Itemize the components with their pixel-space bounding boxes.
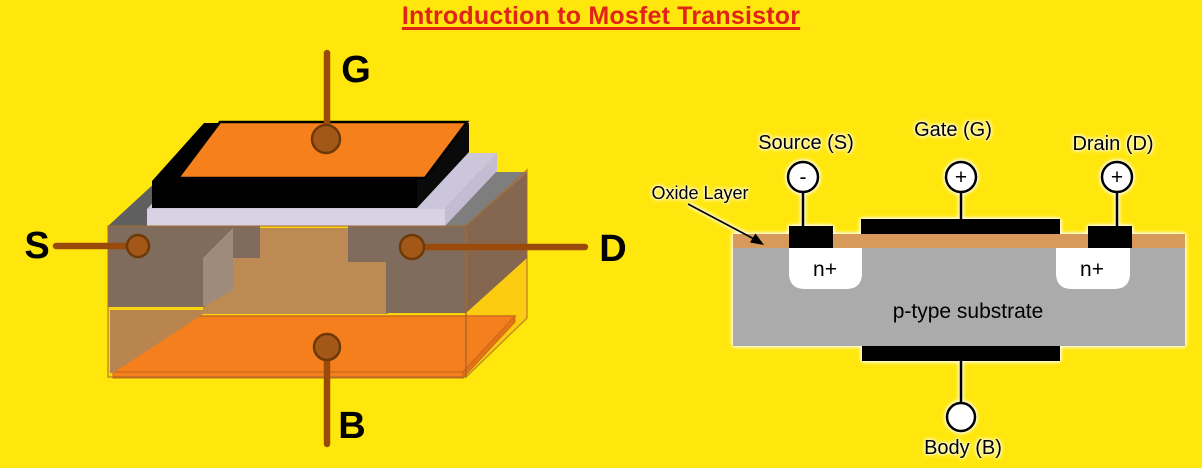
source-n-plus-label: n+ xyxy=(813,258,837,281)
source-contact xyxy=(789,226,833,248)
gate-terminal-label: G xyxy=(341,49,371,91)
gate-polarity-sign: + xyxy=(955,166,967,189)
drain-label: Drain (D) xyxy=(1072,133,1153,155)
drain-contact-dot xyxy=(398,233,426,261)
body-label: Body (B) xyxy=(924,437,1002,459)
substrate-label: p-type substrate xyxy=(893,300,1044,323)
source-terminal-label: S xyxy=(24,225,49,267)
cross-section-terminals xyxy=(786,160,1134,433)
terminal-wires xyxy=(52,49,589,448)
drain-contact xyxy=(1088,226,1132,248)
source-n-plus-region xyxy=(789,248,862,289)
source-block-step-face xyxy=(203,228,233,307)
gate-bar xyxy=(861,219,1060,234)
drain-block-right-face xyxy=(466,172,527,313)
drain-polarity-sign: + xyxy=(1111,166,1123,189)
gate-electrode-front-face xyxy=(152,181,417,208)
oxide-label: Oxide Layer xyxy=(651,183,748,203)
mosfet-3d-illustration: G S D B xyxy=(24,49,627,448)
oxide-right-face xyxy=(445,153,497,226)
drain-terminal-label: D xyxy=(599,228,626,270)
source-contact-dot xyxy=(125,233,151,259)
mosfet-cross-section: - + + Source (S) Gate (G) Drain (D) Oxid… xyxy=(651,119,1185,459)
page-title: Introduction to Mosfet Transistor xyxy=(401,2,801,30)
gate-contact-dot xyxy=(310,123,342,155)
body-bar xyxy=(862,346,1060,361)
oxide-layer-rect xyxy=(733,234,1185,248)
source-terminal-circle xyxy=(786,160,820,194)
substrate-left-wedge xyxy=(110,310,203,373)
body-terminal-circle xyxy=(945,401,977,433)
body-terminal-label: B xyxy=(338,405,365,447)
oxide-pointer-arrow xyxy=(687,203,764,245)
oxide-front-face xyxy=(147,209,445,226)
gate-label: Gate (G) xyxy=(914,119,992,141)
drain-terminal-circle xyxy=(1100,160,1134,194)
body-contact-dot xyxy=(312,332,342,362)
source-polarity-sign: - xyxy=(800,166,807,189)
gate-terminal-circle xyxy=(944,160,978,194)
cross-section-leads xyxy=(801,192,1119,403)
drain-n-plus-region xyxy=(1056,248,1130,289)
drain-n-plus-label: n+ xyxy=(1080,258,1104,281)
gate-electrode-right-face xyxy=(417,123,469,208)
terminal-contact-dots xyxy=(125,123,426,362)
source-label: Source (S) xyxy=(758,132,854,154)
